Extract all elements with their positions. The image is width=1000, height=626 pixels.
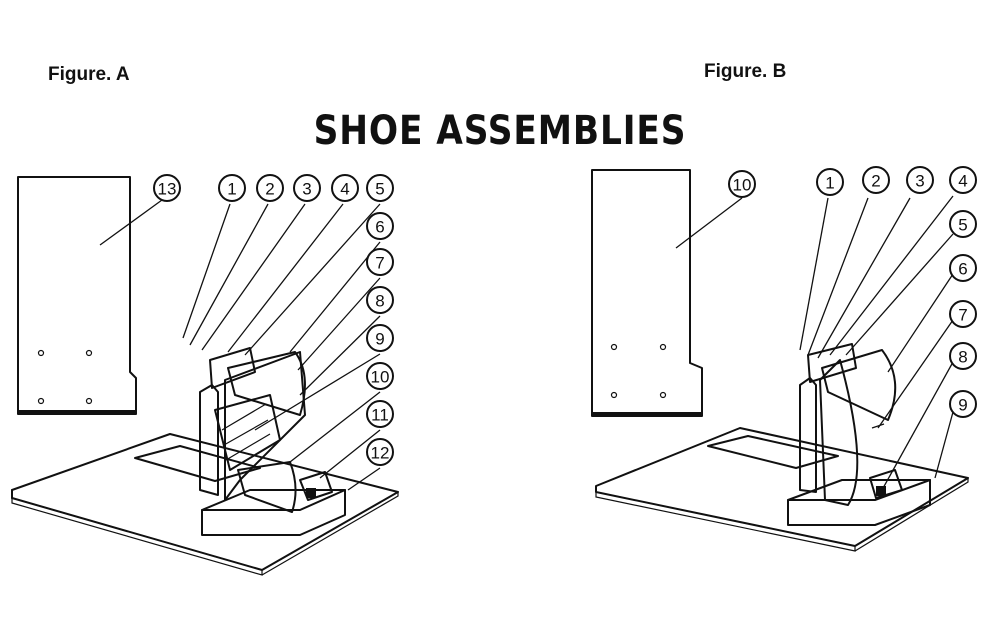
svg-text:1: 1 bbox=[227, 180, 236, 199]
callout-b-8: 8 bbox=[949, 342, 977, 370]
svg-text:2: 2 bbox=[871, 172, 880, 191]
callout-a-2: 2 bbox=[256, 174, 284, 202]
callout-a-5: 5 bbox=[366, 174, 394, 202]
svg-text:10: 10 bbox=[733, 176, 752, 195]
diagram-title: SHOE ASSEMBLIES bbox=[313, 108, 687, 154]
svg-text:7: 7 bbox=[958, 306, 967, 325]
callout-a-6: 6 bbox=[366, 212, 394, 240]
figure-a-label: Figure. A bbox=[48, 64, 130, 85]
svg-text:10: 10 bbox=[371, 368, 390, 387]
figure-b-callouts: 10 1 2 3 4 5 6 7 8 9 bbox=[728, 166, 977, 418]
svg-text:4: 4 bbox=[958, 172, 967, 191]
callout-a-13: 13 bbox=[153, 174, 181, 202]
svg-text:6: 6 bbox=[375, 218, 384, 237]
callout-b-7: 7 bbox=[949, 300, 977, 328]
figure-b-shoe-plate bbox=[591, 169, 703, 417]
callout-b-6: 6 bbox=[949, 254, 977, 282]
svg-text:2: 2 bbox=[265, 180, 274, 199]
figure-a-base-plate bbox=[11, 433, 399, 576]
callout-b-9: 9 bbox=[949, 390, 977, 418]
figure-b-leaders bbox=[675, 195, 954, 491]
callout-a-4: 4 bbox=[331, 174, 359, 202]
svg-text:5: 5 bbox=[958, 216, 967, 235]
figure-a-shoe-plate bbox=[17, 176, 137, 415]
figure-b-drawing bbox=[591, 169, 969, 552]
svg-text:11: 11 bbox=[371, 406, 389, 425]
figure-b-label: Figure. B bbox=[704, 61, 787, 82]
callout-a-10: 10 bbox=[366, 362, 394, 390]
figure-b-mechanism bbox=[787, 343, 931, 526]
svg-text:13: 13 bbox=[158, 180, 177, 199]
svg-text:6: 6 bbox=[958, 260, 967, 279]
svg-text:9: 9 bbox=[958, 396, 967, 415]
svg-text:8: 8 bbox=[958, 348, 967, 367]
callout-a-12: 12 bbox=[366, 438, 394, 466]
figure-b-base-plate bbox=[595, 427, 969, 552]
callout-b-10: 10 bbox=[728, 170, 756, 198]
svg-text:7: 7 bbox=[375, 254, 384, 273]
callout-b-3: 3 bbox=[906, 166, 934, 194]
figure-a-callouts: 13 1 2 3 4 5 6 7 8 9 10 11 12 bbox=[153, 174, 394, 466]
callout-a-8: 8 bbox=[366, 286, 394, 314]
figure-a-leaders bbox=[99, 199, 381, 491]
callout-b-1: 1 bbox=[816, 168, 844, 196]
callout-a-7: 7 bbox=[366, 248, 394, 276]
svg-text:3: 3 bbox=[915, 172, 924, 191]
callout-a-1: 1 bbox=[218, 174, 246, 202]
svg-text:12: 12 bbox=[371, 444, 390, 463]
callout-a-9: 9 bbox=[366, 324, 394, 352]
callout-b-5: 5 bbox=[949, 210, 977, 238]
figure-a-mechanism bbox=[199, 347, 346, 536]
svg-text:9: 9 bbox=[375, 330, 384, 349]
svg-text:3: 3 bbox=[302, 180, 311, 199]
callout-a-11: 11 bbox=[366, 400, 394, 428]
callout-a-3: 3 bbox=[293, 174, 321, 202]
callout-b-2: 2 bbox=[862, 166, 890, 194]
svg-text:4: 4 bbox=[340, 180, 349, 199]
figure-a-drawing bbox=[11, 176, 399, 576]
svg-text:1: 1 bbox=[825, 174, 834, 193]
callout-b-4: 4 bbox=[949, 166, 977, 194]
svg-text:8: 8 bbox=[375, 292, 384, 311]
svg-text:5: 5 bbox=[375, 180, 384, 199]
